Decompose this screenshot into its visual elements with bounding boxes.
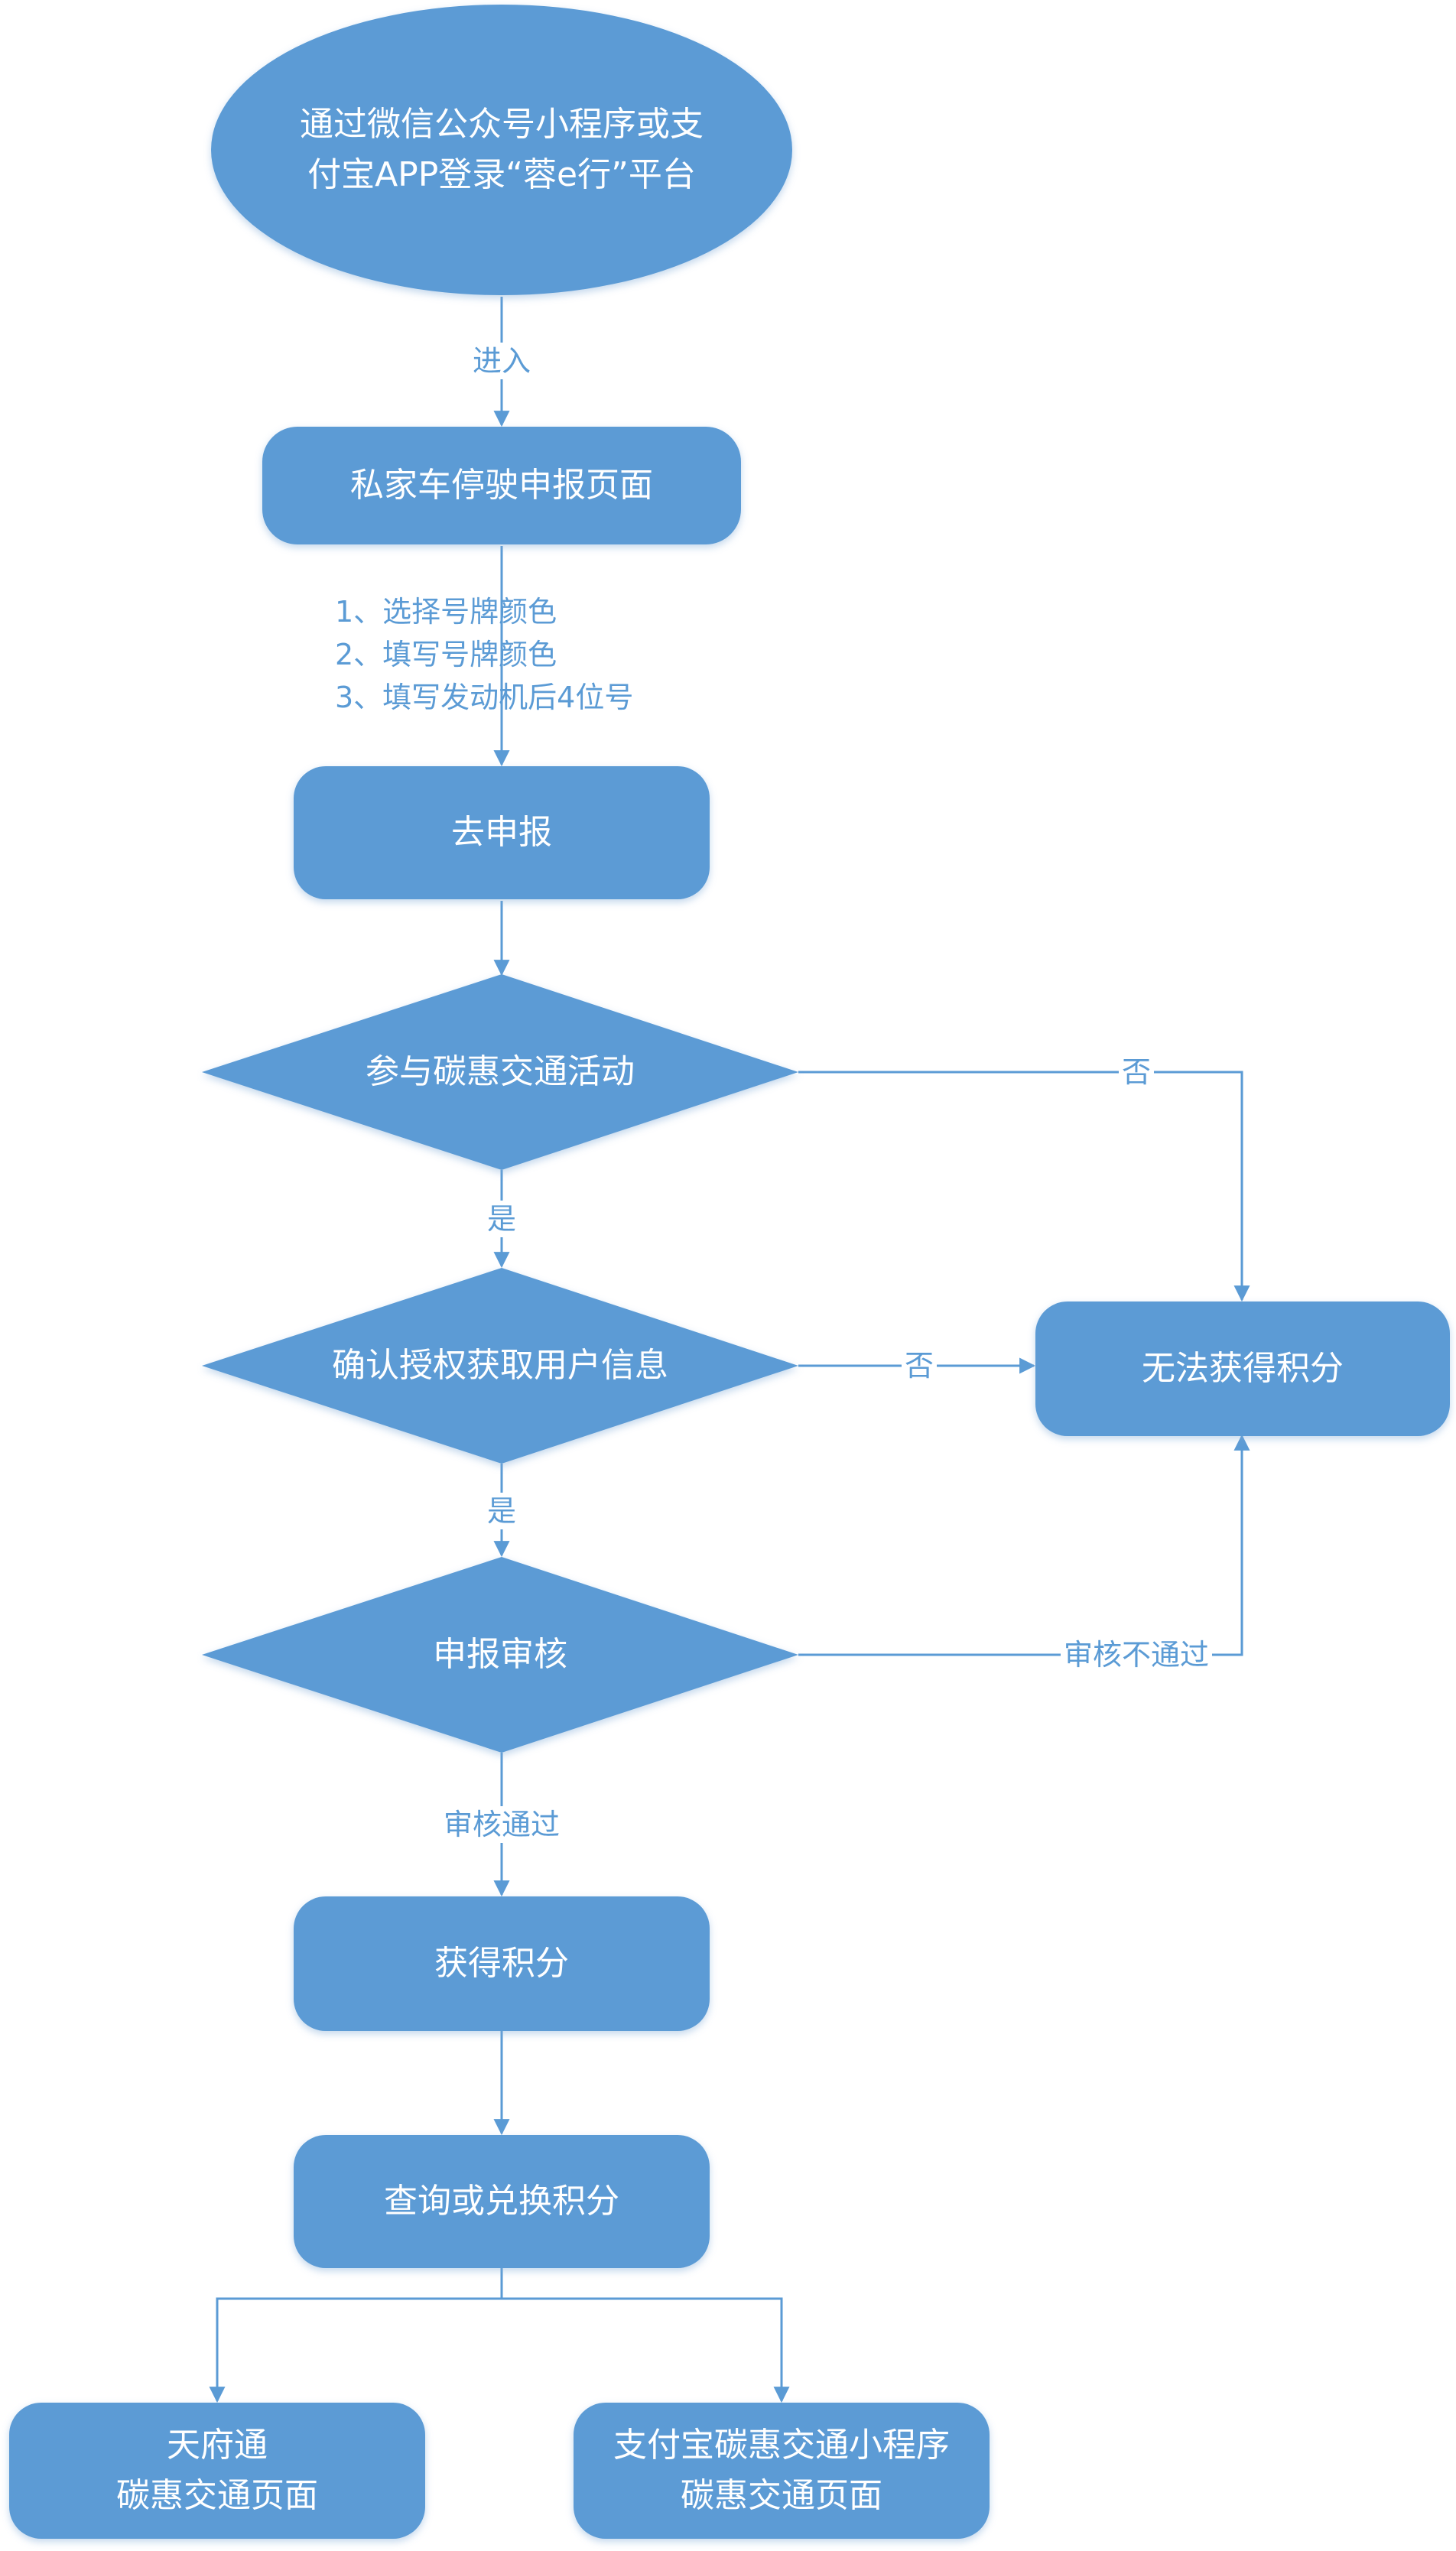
review-label: 申报审核 (433, 1635, 567, 1674)
participate-label: 参与碳惠交通活动 (366, 1052, 635, 1091)
authorize-label: 确认授权获取用户信息 (332, 1346, 668, 1385)
query-redeem-label: 查询或兑换积分 (384, 2182, 619, 2221)
no-points-node: 无法获得积分 (1035, 1301, 1450, 1436)
no-points-label: 无法获得积分 (1142, 1349, 1344, 1388)
review-node: 申报审核 (202, 1557, 798, 1753)
alipay-line1: 支付宝碳惠交通小程序 (613, 2426, 950, 2465)
start-line2: 付宝APP登录“蓉e行”平台 (307, 155, 696, 194)
edge-label-participate-yes: 是 (483, 1201, 520, 1237)
alipay-node: 支付宝碳惠交通小程序 碳惠交通页面 (574, 2403, 990, 2539)
step-2: 2、填写号牌颜色 (335, 638, 557, 671)
review-diamond (202, 1557, 798, 1753)
declare-page-node: 私家车停驶申报页面 (262, 427, 741, 544)
edge-label-participate-no: 否 (1118, 1054, 1155, 1090)
edge-query-to-tianfutong (209, 2268, 503, 2403)
get-points-box (294, 1896, 710, 2031)
edge-label-authorize-yes: 是 (483, 1493, 520, 1529)
declare-page-label: 私家车停驶申报页面 (350, 466, 653, 505)
edge-label-authorize-no: 否 (901, 1347, 938, 1384)
alipay-line2: 碳惠交通页面 (681, 2476, 882, 2515)
declare-page-box (262, 427, 741, 544)
step-1: 1、选择号牌颜色 (335, 595, 557, 629)
declare-steps-list: 1、选择号牌颜色 2、填写号牌颜色 3、填写发动机后4位号 (335, 590, 633, 719)
go-declare-box (294, 766, 710, 899)
go-declare-label: 去申报 (451, 813, 552, 852)
start-line1: 通过微信公众号小程序或支 (300, 105, 704, 144)
get-points-label: 获得积分 (434, 1944, 569, 1983)
query-redeem-node: 查询或兑换积分 (294, 2135, 710, 2268)
get-points-node: 获得积分 (294, 1896, 710, 2031)
edge-participate-no (798, 1071, 1250, 1302)
edge-label-review-pass: 审核通过 (440, 1806, 564, 1843)
edge-label-review-fail: 审核不通过 (1060, 1636, 1213, 1673)
step-3: 3、填写发动机后4位号 (335, 681, 634, 714)
alipay-box (574, 2403, 990, 2539)
participate-node: 参与碳惠交通活动 (202, 974, 798, 1170)
tianfutong-box (9, 2403, 425, 2539)
edge-review-fail (798, 1434, 1250, 1656)
edge-query-to-alipay (502, 2297, 790, 2403)
authorize-diamond (202, 1268, 798, 1464)
tianfutong-line1: 天府通 (167, 2426, 268, 2465)
query-redeem-box (294, 2135, 710, 2268)
authorize-node: 确认授权获取用户信息 (202, 1268, 798, 1464)
go-declare-node: 去申报 (294, 766, 710, 899)
participate-diamond (202, 974, 798, 1170)
tianfutong-node: 天府通 碳惠交通页面 (9, 2403, 425, 2539)
edge-label-enter: 进入 (469, 343, 535, 379)
start-ellipse (211, 5, 792, 295)
no-points-box (1035, 1301, 1450, 1436)
tianfutong-line2: 碳惠交通页面 (116, 2476, 318, 2515)
start-node: 通过微信公众号小程序或支 付宝APP登录“蓉e行”平台 (211, 50, 792, 249)
